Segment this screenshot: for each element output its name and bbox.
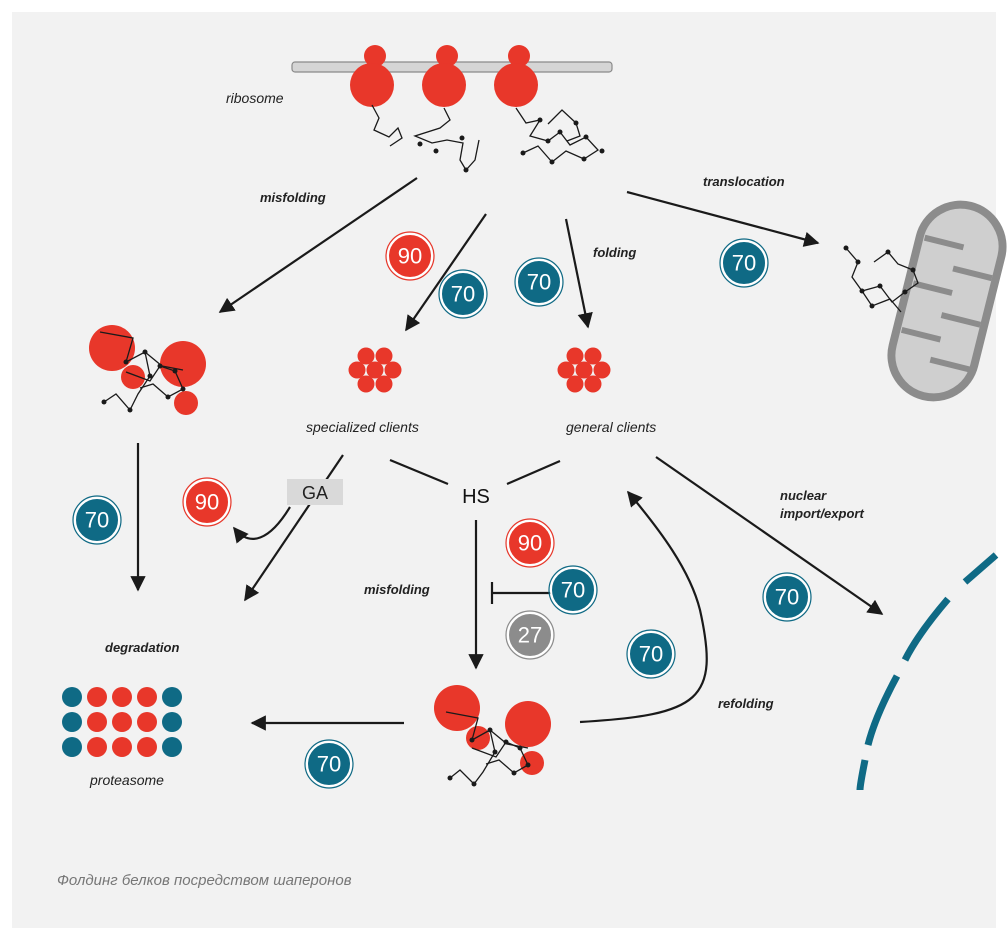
nascent-chain-1 xyxy=(371,104,403,147)
arrow-folding xyxy=(564,218,593,329)
arrow-nuclear xyxy=(655,456,884,615)
ribosome-small-1 xyxy=(364,45,386,67)
label-folding: folding xyxy=(593,245,636,260)
ribosome-large-2 xyxy=(422,63,466,107)
proteasome-grid xyxy=(62,687,182,757)
nascent-chain-2 xyxy=(413,107,480,172)
label-refolding: refolding xyxy=(718,696,774,711)
ribosome-small-2 xyxy=(436,45,458,67)
label-translocation: translocation xyxy=(703,174,785,189)
svg-text:90: 90 xyxy=(398,244,422,269)
label-misfolding-top: misfolding xyxy=(260,190,326,205)
label-general-clients: general clients xyxy=(566,419,656,435)
svg-text:70: 70 xyxy=(775,585,799,610)
svg-text:70: 70 xyxy=(527,270,551,295)
badge-70-hs: 70 xyxy=(548,565,598,615)
figure-caption: Фолдинг белков посредством шаперонов xyxy=(57,872,352,889)
translocating-chain xyxy=(845,247,919,303)
label-ribosome: ribosome xyxy=(226,90,284,106)
svg-text:70: 70 xyxy=(561,578,585,603)
badge-70-nuclear: 70 xyxy=(762,572,812,622)
badge-90-ga: 90 xyxy=(182,477,232,527)
ribosome-group xyxy=(291,45,613,173)
svg-text:70: 70 xyxy=(732,251,756,276)
badge-70-refolding: 70 xyxy=(626,629,676,679)
svg-text:70: 70 xyxy=(85,508,109,533)
ga-box xyxy=(287,479,343,505)
misfolded-protein-bottom xyxy=(434,685,551,787)
label-specialized-clients: specialized clients xyxy=(306,419,419,435)
mitochondrion xyxy=(843,200,1007,402)
badge-90-top: 90 xyxy=(385,231,435,281)
svg-text:70: 70 xyxy=(317,752,341,777)
label-ga: GA xyxy=(302,483,328,503)
label-nuclear: nuclear xyxy=(780,488,827,503)
badge-27-hs: 27 xyxy=(505,610,555,660)
misfolded-protein-left xyxy=(89,325,206,415)
arrow-refolding xyxy=(579,490,708,724)
badge-90-hs: 90 xyxy=(505,518,555,568)
svg-text:27: 27 xyxy=(518,623,542,648)
specialized-clients-cluster xyxy=(348,347,402,393)
nascent-chain-3 xyxy=(515,107,600,163)
panel-background xyxy=(12,12,996,928)
badge-70-proteasome: 70 xyxy=(304,739,354,789)
label-proteasome: proteasome xyxy=(89,772,164,788)
label-import-export: import/export xyxy=(780,506,864,521)
arrow-misfolding-top xyxy=(218,177,418,313)
ribosome-small-3 xyxy=(508,45,530,67)
svg-text:90: 90 xyxy=(195,490,219,515)
badge-70-folding: 70 xyxy=(514,257,564,307)
label-misfolding-mid: misfolding xyxy=(364,582,430,597)
arrow-translocation xyxy=(626,190,820,247)
badge-70-specialized: 70 xyxy=(438,269,488,319)
ribosome-large-1 xyxy=(350,63,394,107)
general-clients-cluster xyxy=(557,347,611,393)
label-hs: HS xyxy=(462,486,490,508)
svg-text:90: 90 xyxy=(518,531,542,556)
badge-70-translocation: 70 xyxy=(719,238,769,288)
arrow-to-specialized xyxy=(405,213,487,332)
hs-line-right xyxy=(506,459,561,486)
nuclear-membrane xyxy=(856,552,999,791)
hs-line-left xyxy=(389,458,449,486)
badge-70-left: 70 xyxy=(72,495,122,545)
label-degradation: degradation xyxy=(105,640,179,655)
ribosome-large-3 xyxy=(494,63,538,107)
arrow-ga-to-90 xyxy=(233,506,291,544)
svg-text:70: 70 xyxy=(451,282,475,307)
svg-text:70: 70 xyxy=(639,642,663,667)
